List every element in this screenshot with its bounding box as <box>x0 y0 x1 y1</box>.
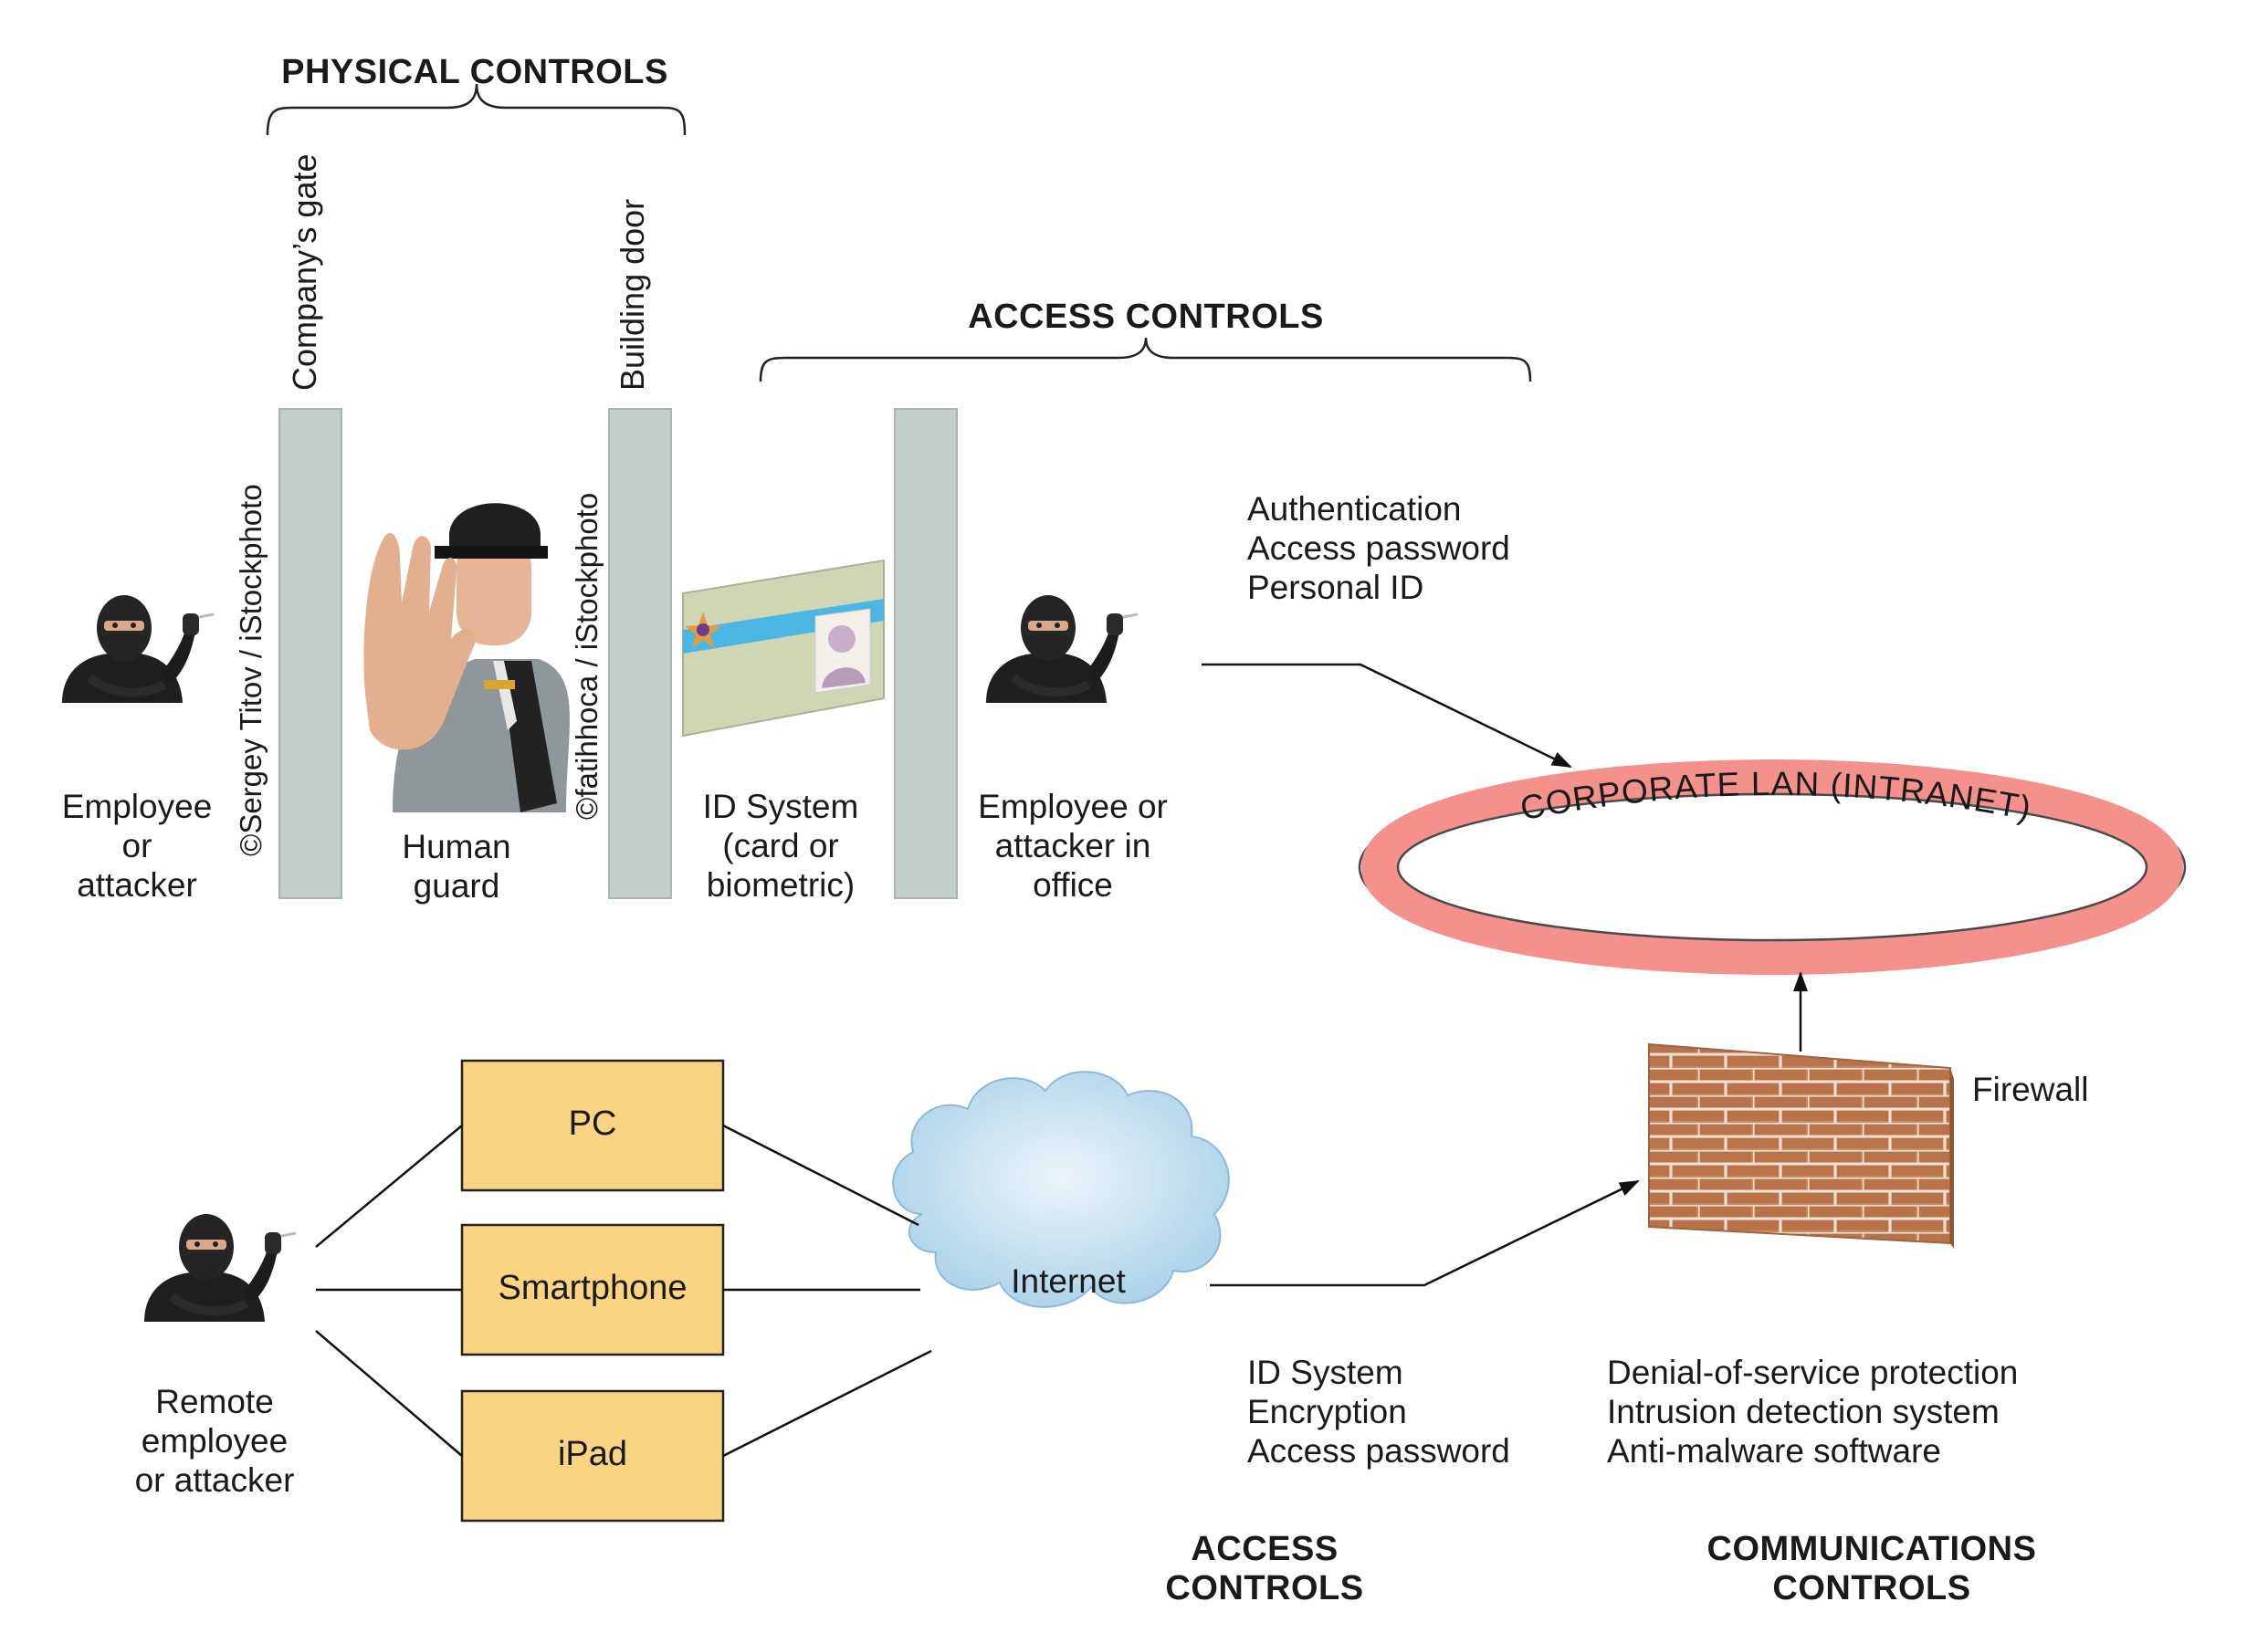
id-card-icon <box>682 559 885 738</box>
company-gate-label: Company’s gate <box>286 153 323 392</box>
label-line: attacker in <box>994 827 1151 864</box>
lan-access-list: Authentication Access password Personal … <box>1247 489 1510 607</box>
lan-ring <box>1361 759 2183 975</box>
attacker-office-icon <box>986 595 1138 703</box>
photo-credit-2: ©fatihhoca / iStockphoto <box>570 492 604 820</box>
device-box-smartphone <box>460 1223 725 1356</box>
device-box-pc <box>460 1059 725 1192</box>
company-gate-barrier <box>278 408 342 899</box>
list-item: Authentication <box>1247 490 1462 528</box>
label-line: office <box>1033 866 1113 904</box>
list-item: ID System <box>1247 1354 1403 1391</box>
heading-communications-controls: COMMUNICATIONS CONTROLS <box>1662 1530 2082 1608</box>
label-line: Employee <box>61 788 213 825</box>
remote-attacker-label: Remote employee or attacker <box>100 1382 329 1500</box>
communications-list: Denial-of-service protection Intrusion d… <box>1607 1353 2018 1471</box>
building-door-barrier <box>608 408 672 899</box>
heading-physical-controls: PHYSICAL CONTROLS <box>281 53 668 91</box>
link-attacker-ipad <box>315 1330 463 1457</box>
label-line: biometric) <box>706 866 856 904</box>
heading-access-controls-bottom: ACCESS CONTROLS <box>1114 1530 1415 1608</box>
list-item: Personal ID <box>1247 569 1424 606</box>
lan-access-arrow <box>1202 663 1572 769</box>
internet-firewall-arrow <box>1210 1179 1640 1287</box>
photo-credit-1: ©Sergey Titov / iStockphoto <box>234 484 268 856</box>
label-line: or attacker <box>134 1461 295 1499</box>
attacker-left-label: Employee or attacker <box>37 787 237 905</box>
building-door-label: Building door <box>614 198 651 391</box>
link-pc-internet <box>722 1124 919 1227</box>
label-line: Employee or <box>978 788 1168 825</box>
list-item: Anti-malware software <box>1607 1432 1942 1470</box>
internet-access-list: ID System Encryption Access password <box>1247 1353 1510 1471</box>
label-line: (card or <box>722 827 839 864</box>
heading-line: CONTROLS <box>1165 1569 1364 1607</box>
office-barrier <box>894 408 958 899</box>
label-line: Human <box>402 828 511 865</box>
attacker-remote-icon <box>144 1214 296 1322</box>
guard-photo <box>363 503 570 812</box>
device-label-smartphone: Smartphone <box>498 1269 688 1307</box>
heading-line: COMMUNICATIONS <box>1706 1530 2037 1568</box>
list-item: Encryption <box>1247 1393 1407 1430</box>
cloud-icon <box>892 1071 1230 1308</box>
label-line: or <box>121 827 152 864</box>
firewall-label: Firewall <box>1972 1071 2089 1108</box>
link-attacker-pc <box>315 1125 463 1248</box>
device-label-ipad: iPad <box>557 1435 628 1473</box>
id-system-label: ID System (card or biometric) <box>676 787 886 905</box>
list-item: Intrusion detection system <box>1607 1393 2000 1430</box>
link-ipad-internet <box>722 1349 932 1458</box>
heading-line: CONTROLS <box>1772 1569 1971 1607</box>
device-label-pc: PC <box>568 1104 617 1143</box>
label-line: attacker <box>77 866 197 904</box>
list-item: Access password <box>1247 1432 1510 1470</box>
label-line: Remote <box>155 1383 274 1420</box>
label-line: employee <box>141 1422 289 1460</box>
human-guard-label: Human guard <box>365 827 548 905</box>
heading-line: ACCESS <box>1191 1530 1339 1568</box>
internet-label: Internet <box>1011 1262 1126 1300</box>
heading-access-controls-top: ACCESS CONTROLS <box>968 298 1324 336</box>
brick-wall-icon <box>1648 1042 1954 1249</box>
access-controls-brace <box>759 337 1532 382</box>
lan-ring-inner <box>1396 792 2148 942</box>
physical-controls-brace <box>266 83 687 136</box>
attacker-office-label: Employee or attacker in office <box>959 787 1187 905</box>
label-line: ID System <box>702 788 859 825</box>
list-item: Denial-of-service protection <box>1607 1354 2019 1391</box>
label-line: guard <box>413 867 500 905</box>
list-item: Access password <box>1247 529 1510 567</box>
attacker-left-icon <box>62 595 214 703</box>
